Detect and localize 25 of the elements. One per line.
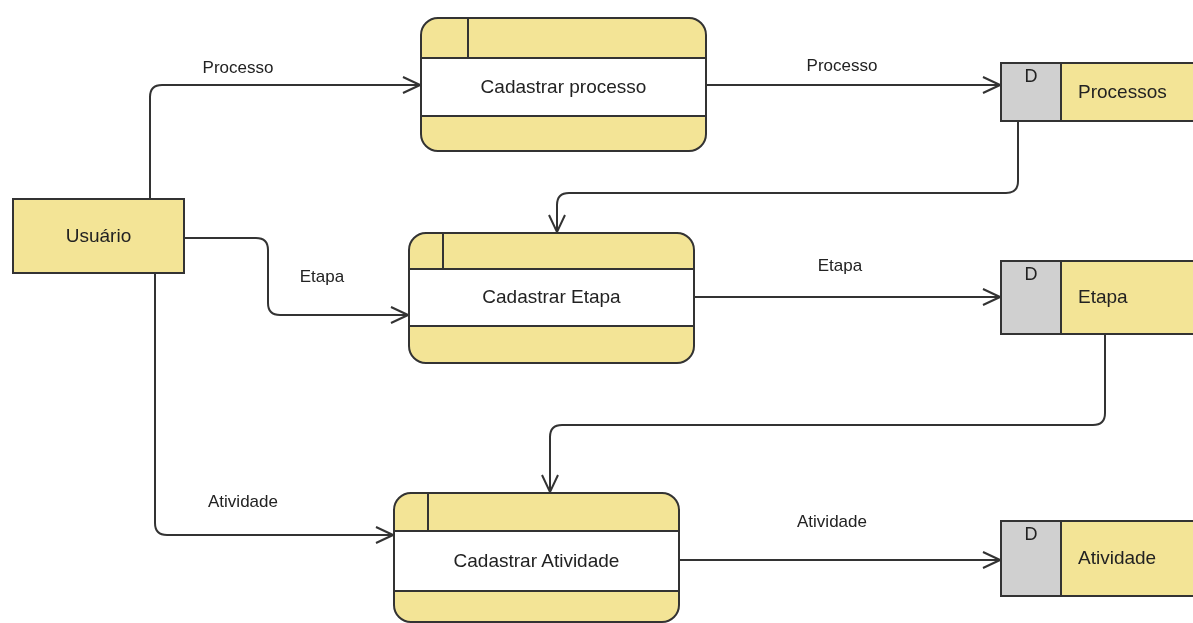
process-label: Cadastrar Etapa [482,285,621,310]
arrow [184,237,409,324]
arrow [694,288,1001,306]
store-label: Etapa [1078,285,1128,310]
store-id: D [1024,263,1038,286]
arrow [706,76,1001,94]
arrow [541,334,1106,493]
arrow [548,121,1019,233]
arrow [149,76,421,199]
store-label: Atividade [1078,546,1157,571]
entity-box [12,198,185,274]
data-store [1000,260,1193,335]
process-label: Cadastrar Atividade [453,548,620,573]
process-box [420,17,707,152]
arrow [154,273,394,544]
store-id: D [1024,65,1038,88]
data-store [1000,520,1193,597]
process-label: Cadastrar processo [480,74,647,99]
store-label: Processos [1078,79,1167,104]
process-box [408,232,695,364]
data-store [1000,62,1193,122]
arrow [679,551,1001,569]
store-id: D [1024,523,1038,546]
entity-label: Usuário [65,223,132,248]
process-box [393,492,680,623]
